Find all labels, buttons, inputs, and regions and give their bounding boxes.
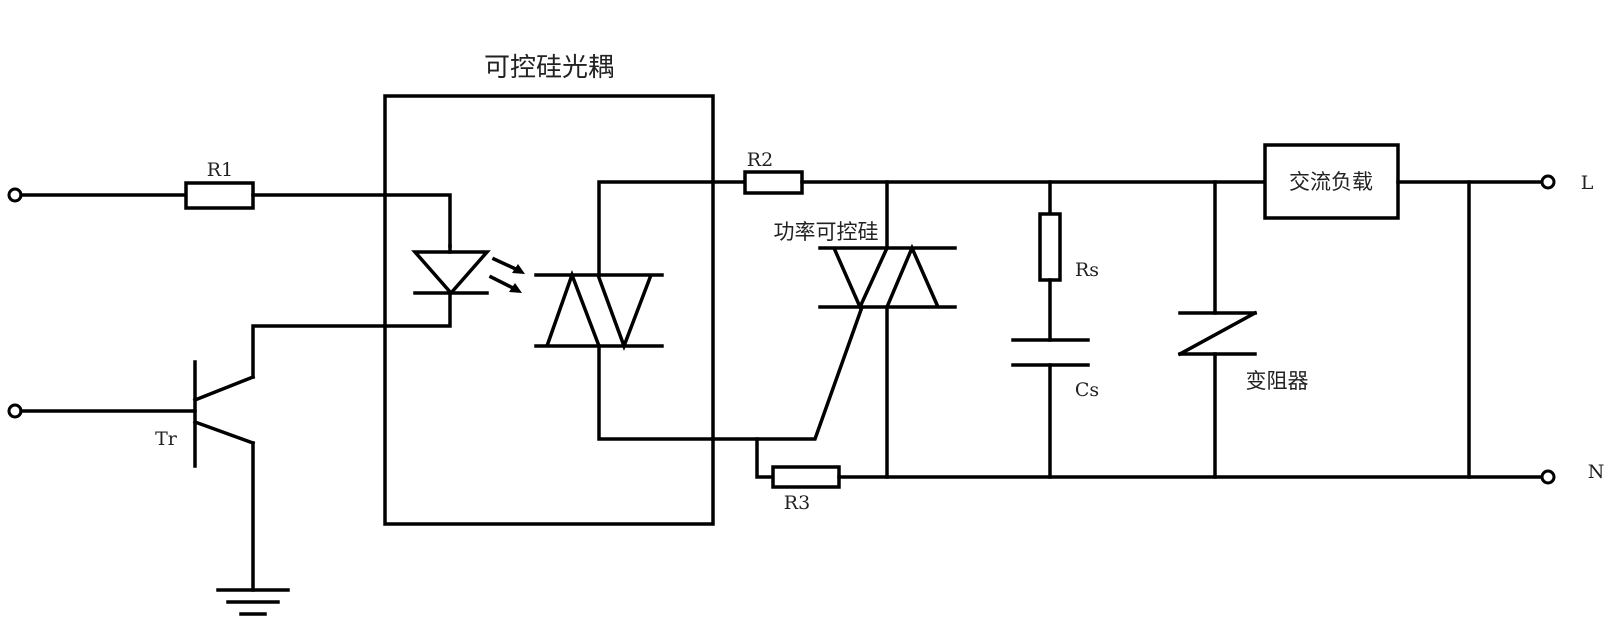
led-triangle	[411, 250, 491, 296]
led-icon	[411, 244, 491, 296]
power-triac-icon: 功率可控硅	[774, 220, 957, 312]
input-terminal-1	[7, 187, 23, 203]
light-arrow-2-head	[509, 283, 522, 293]
ac-load: 交流负载	[1263, 143, 1400, 220]
resistor-r3-label: R3	[784, 492, 810, 514]
wire-optotriac-r2	[597, 180, 747, 277]
terminal-L-label: L	[1581, 172, 1594, 194]
resistor-r1: R1	[184, 159, 255, 210]
terminal-L: L	[1540, 172, 1594, 194]
transistor-emitter	[192, 419, 256, 446]
resistor-rs-body	[1038, 212, 1062, 282]
optocoupler-title: 可控硅光耦	[484, 53, 614, 83]
varistor-icon: 变阻器	[1177, 310, 1309, 393]
resistor-rs-label: Rs	[1075, 259, 1099, 281]
wire-led-collector	[251, 291, 452, 379]
varistor-diagonal	[1177, 310, 1258, 357]
opto-triac-icon	[534, 269, 664, 352]
optocoupler-box	[383, 94, 715, 526]
resistor-r2: R2	[743, 149, 804, 195]
transistor-label: Tr	[155, 428, 178, 450]
resistor-r3-body	[771, 465, 841, 489]
optocoupler: 可控硅光耦	[383, 53, 715, 526]
power-triac-up-triangle	[885, 243, 940, 308]
capacitor-cs-icon: Cs	[1011, 338, 1099, 401]
wire-gate-r3	[755, 437, 775, 479]
transistor-collector	[192, 374, 256, 403]
resistor-r1-label: R1	[207, 159, 233, 181]
varistor-label: 变阻器	[1246, 369, 1309, 393]
npn-transistor-icon: Tr	[155, 360, 256, 468]
terminal-N-label: N	[1588, 461, 1605, 483]
power-triac-down-triangle	[832, 247, 889, 312]
wire-optotriac-gate	[597, 304, 865, 441]
ac-load-label: 交流负载	[1289, 170, 1373, 194]
ground-icon	[216, 588, 290, 616]
terminal-N: N	[1540, 461, 1605, 485]
wire-r1-led	[251, 193, 452, 248]
input-terminal-2	[7, 403, 23, 419]
input-terminal-2-circle	[7, 403, 23, 419]
terminal-N-circle	[1540, 469, 1556, 485]
resistor-r3: R3	[771, 465, 841, 514]
capacitor-cs-label: Cs	[1075, 379, 1099, 401]
light-arrow-1-head	[512, 264, 525, 274]
opto-triac-up-triangle	[545, 269, 601, 347]
opto-triac-down-triangle	[596, 274, 653, 352]
resistor-r2-body	[743, 170, 804, 195]
input-terminal-1-circle	[7, 187, 23, 203]
light-emission-arrows-icon	[488, 256, 525, 293]
resistor-rs: Rs	[1038, 212, 1099, 282]
resistor-r1-body	[184, 181, 255, 210]
resistor-r2-label: R2	[747, 149, 773, 171]
power-triac-label: 功率可控硅	[774, 220, 879, 244]
terminal-L-circle	[1540, 174, 1556, 190]
